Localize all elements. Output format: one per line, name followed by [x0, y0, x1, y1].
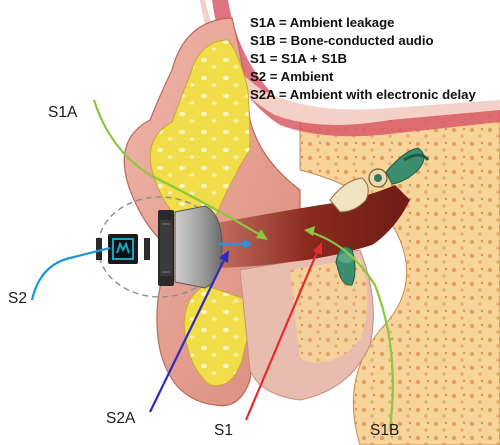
label-s1a: S1A	[48, 104, 78, 121]
s1a-line	[92, 99, 263, 237]
s2-line	[30, 246, 111, 301]
s1b-arrowhead	[304, 226, 315, 236]
legend-s2: S2 = Ambient	[250, 69, 334, 84]
label-s2a: S2A	[106, 410, 136, 427]
signal-legend: S1A = Ambient leakage S1B = Bone-conduct…	[250, 14, 476, 104]
label-s1: S1	[214, 422, 233, 439]
s1-arrowhead	[313, 242, 322, 255]
legend-s1b: S1B = Bone-conducted audio	[250, 33, 434, 48]
s2a-arrowhead	[219, 250, 229, 263]
in-ear-monitor-icon	[96, 205, 223, 289]
legend-s2a: S2A = Ambient with electronic delay	[250, 87, 476, 102]
label-s1b: S1B	[370, 422, 400, 439]
canal-arrow-head	[244, 239, 252, 249]
s1-line	[244, 249, 320, 421]
maxim-logo-icon	[116, 241, 130, 254]
middle-ear	[329, 147, 430, 286]
legend-s1a: S1A = Ambient leakage	[250, 15, 395, 30]
legend-s1: S1 = S1A + S1B	[250, 51, 348, 66]
label-s2: S2	[8, 290, 27, 307]
s1b-line	[309, 230, 394, 429]
scalp-layer	[180, 0, 500, 125]
s1a-arrowhead	[256, 229, 268, 240]
s2a-line	[149, 257, 226, 413]
